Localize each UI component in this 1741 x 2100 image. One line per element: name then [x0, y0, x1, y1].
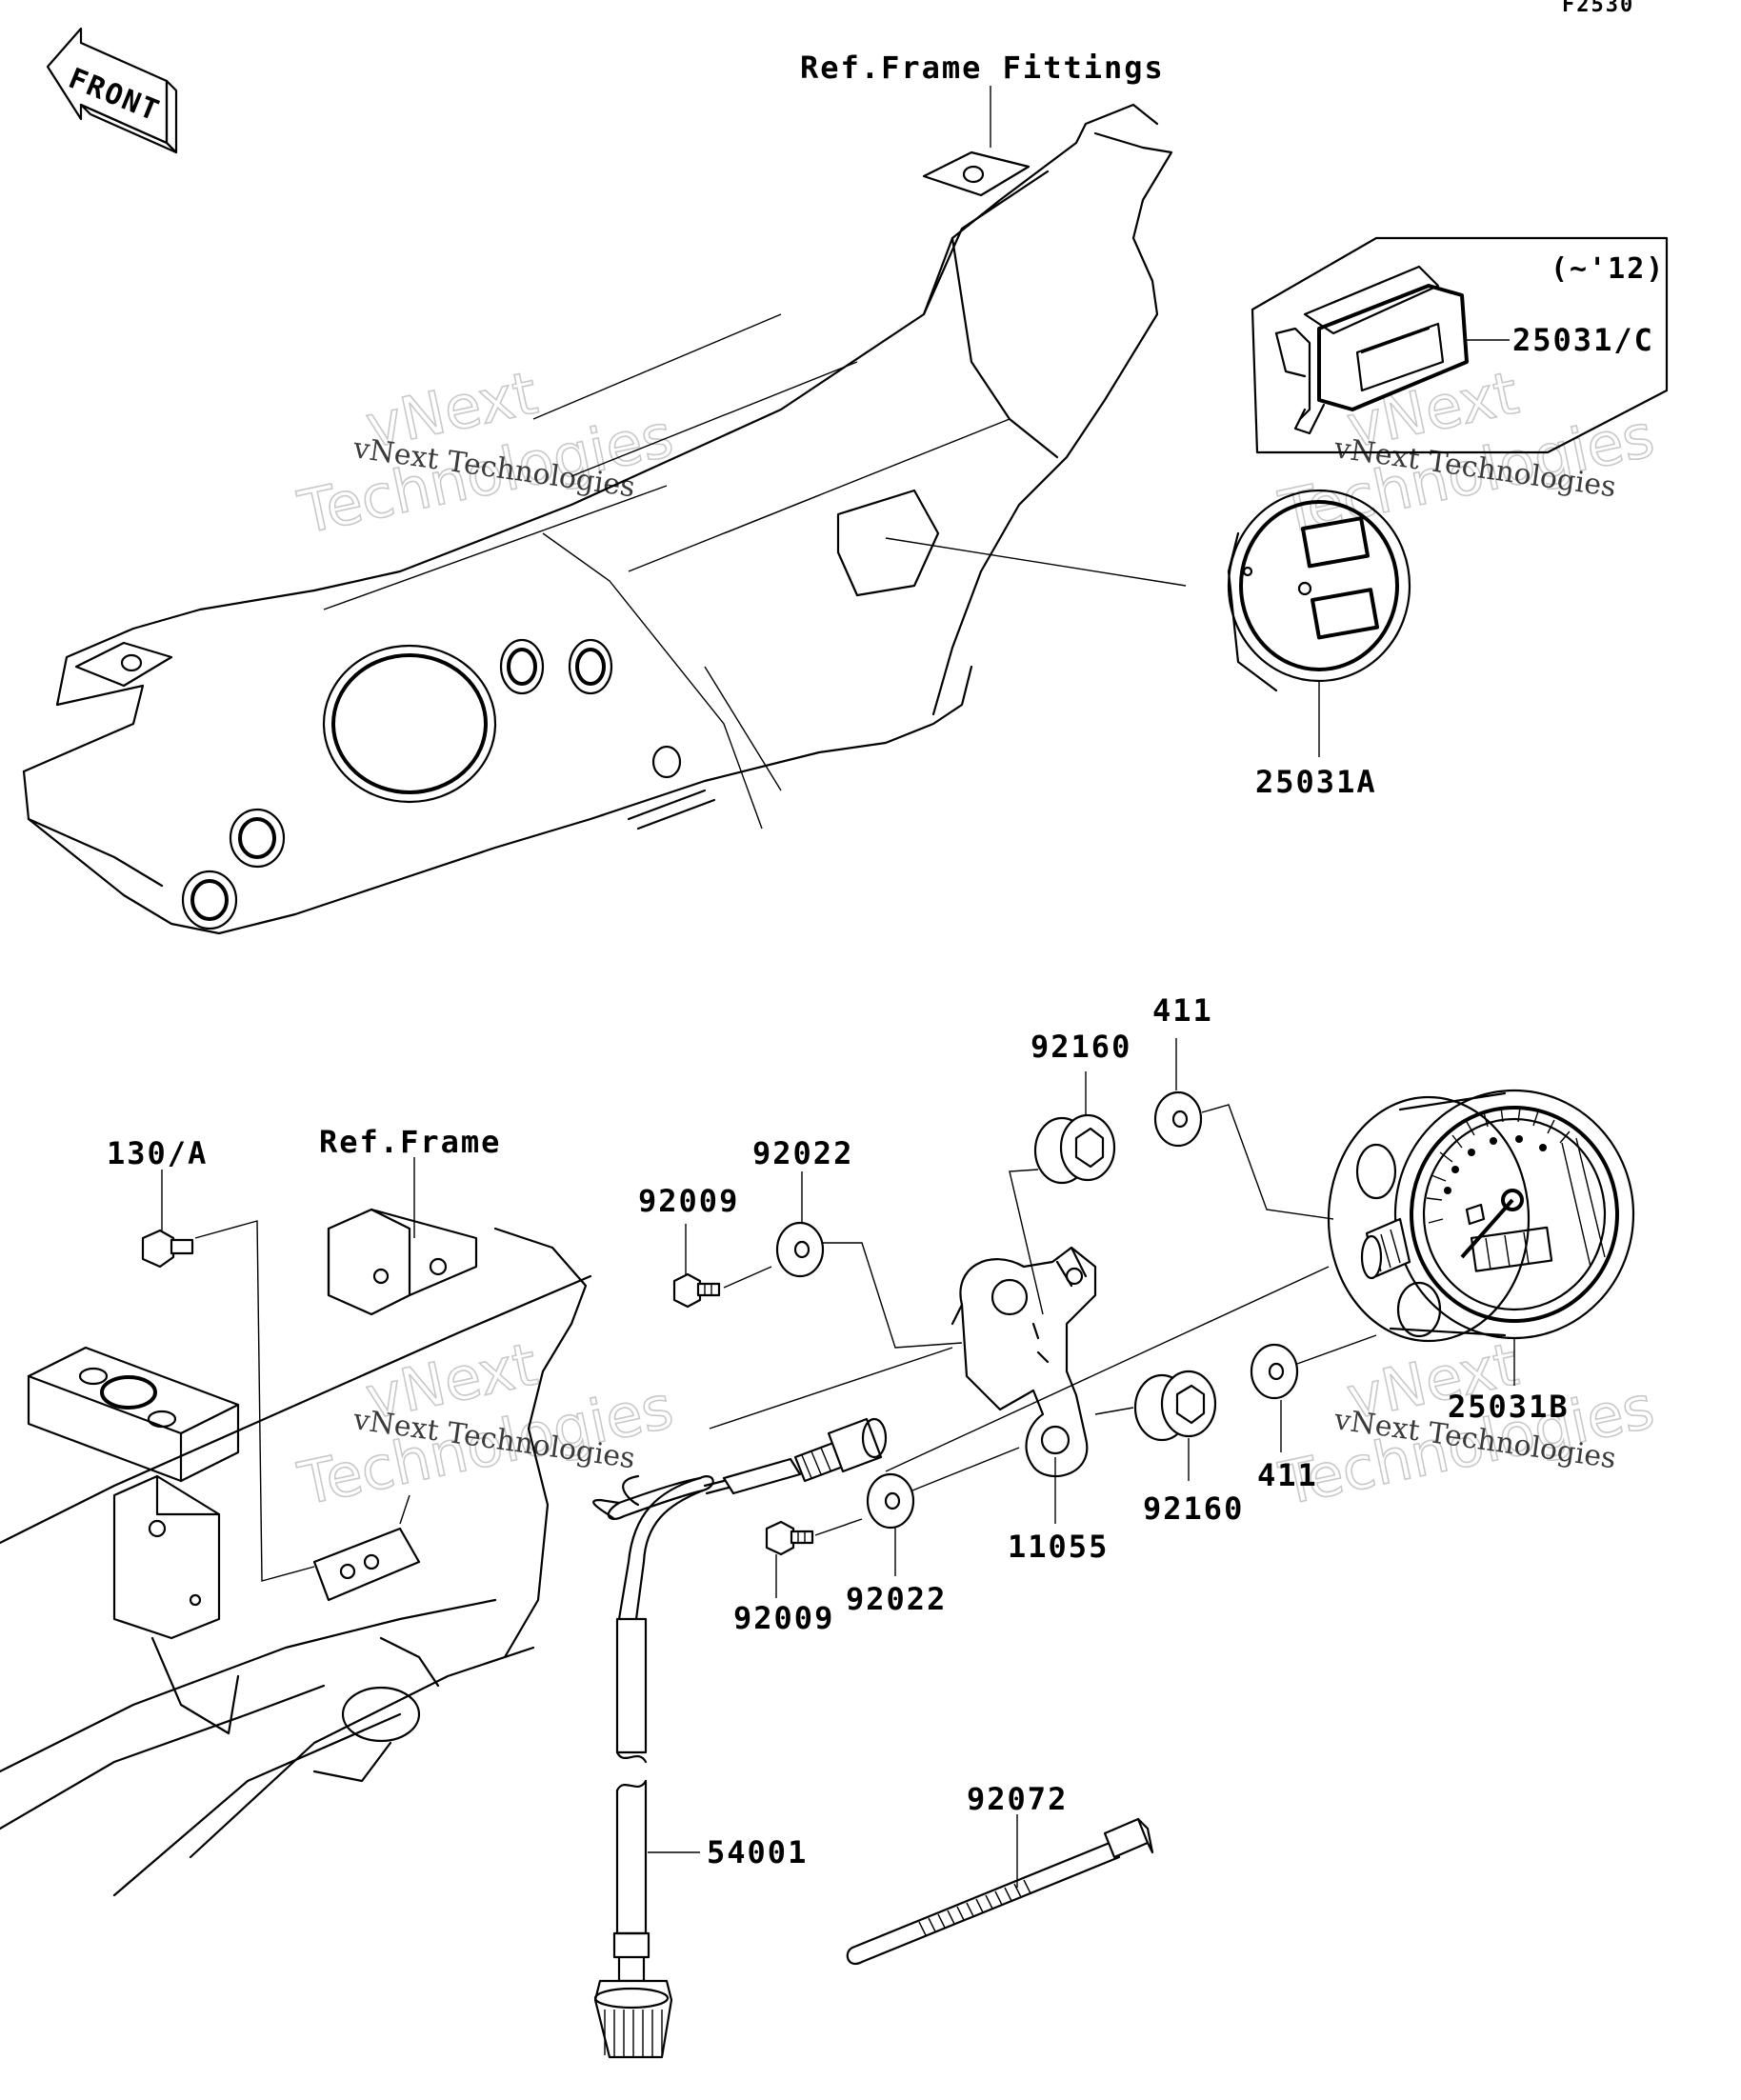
inset-note: (~'12): [1551, 252, 1665, 286]
bracket-11055: [951, 1246, 1097, 1478]
front-arrow-icon: FRONT: [46, 27, 178, 154]
watermark-bottom-left: vNext Technologies vNext Technologies: [291, 1329, 679, 1520]
part-54001-label: 54001: [707, 1834, 808, 1870]
washer-411-top: [1153, 1090, 1203, 1148]
part-92022-bottom-label: 92022: [846, 1581, 947, 1617]
screw-92009-top: [672, 1272, 721, 1309]
part-411-top-label: 411: [1152, 992, 1213, 1029]
washer-411-bottom: [1250, 1343, 1299, 1400]
part-92022-top-label: 92022: [752, 1135, 853, 1171]
part-92009-top-label: 92009: [638, 1183, 739, 1219]
part-11055-label: 11055: [1008, 1529, 1109, 1565]
part-411-bottom-label: 411: [1257, 1457, 1318, 1493]
part-92072-label: 92072: [967, 1781, 1068, 1817]
part-25031b-label: 25031B: [1448, 1389, 1570, 1425]
part-25031c-label: 25031/C: [1512, 322, 1654, 358]
speedometer-25031b: [1327, 1089, 1635, 1343]
cable-tie-92072: [846, 1817, 1154, 1965]
speedometer-cable-54001: [592, 1417, 888, 2059]
ref-frame-fittings-label: Ref.Frame Fittings: [800, 50, 1165, 86]
washer-92022-top: [775, 1221, 825, 1278]
inset-25031c: (~'12): [1251, 236, 1669, 454]
bolt-130a: [141, 1229, 194, 1269]
part-25031a-label: 25031A: [1255, 764, 1377, 800]
washer-92022-bottom: [866, 1472, 915, 1530]
part-92160-bottom-label: 92160: [1143, 1490, 1244, 1527]
frame-assembly: [0, 1208, 592, 1897]
grommet-92160-top: [1033, 1113, 1116, 1185]
diagram-code: F2530: [1562, 0, 1634, 17]
watermark-top-left: vNext Technologies vNext Technologies: [291, 357, 679, 549]
part-92160-top-label: 92160: [1031, 1029, 1131, 1065]
screw-92009-bottom: [765, 1520, 814, 1556]
part-92009-bottom-label: 92009: [733, 1600, 834, 1636]
grommet-92160-bottom: [1133, 1370, 1217, 1442]
meter-cover-housing: [22, 103, 1173, 935]
part-130a-label: 130/A: [107, 1135, 208, 1171]
ref-frame-label: Ref.Frame: [319, 1124, 501, 1160]
